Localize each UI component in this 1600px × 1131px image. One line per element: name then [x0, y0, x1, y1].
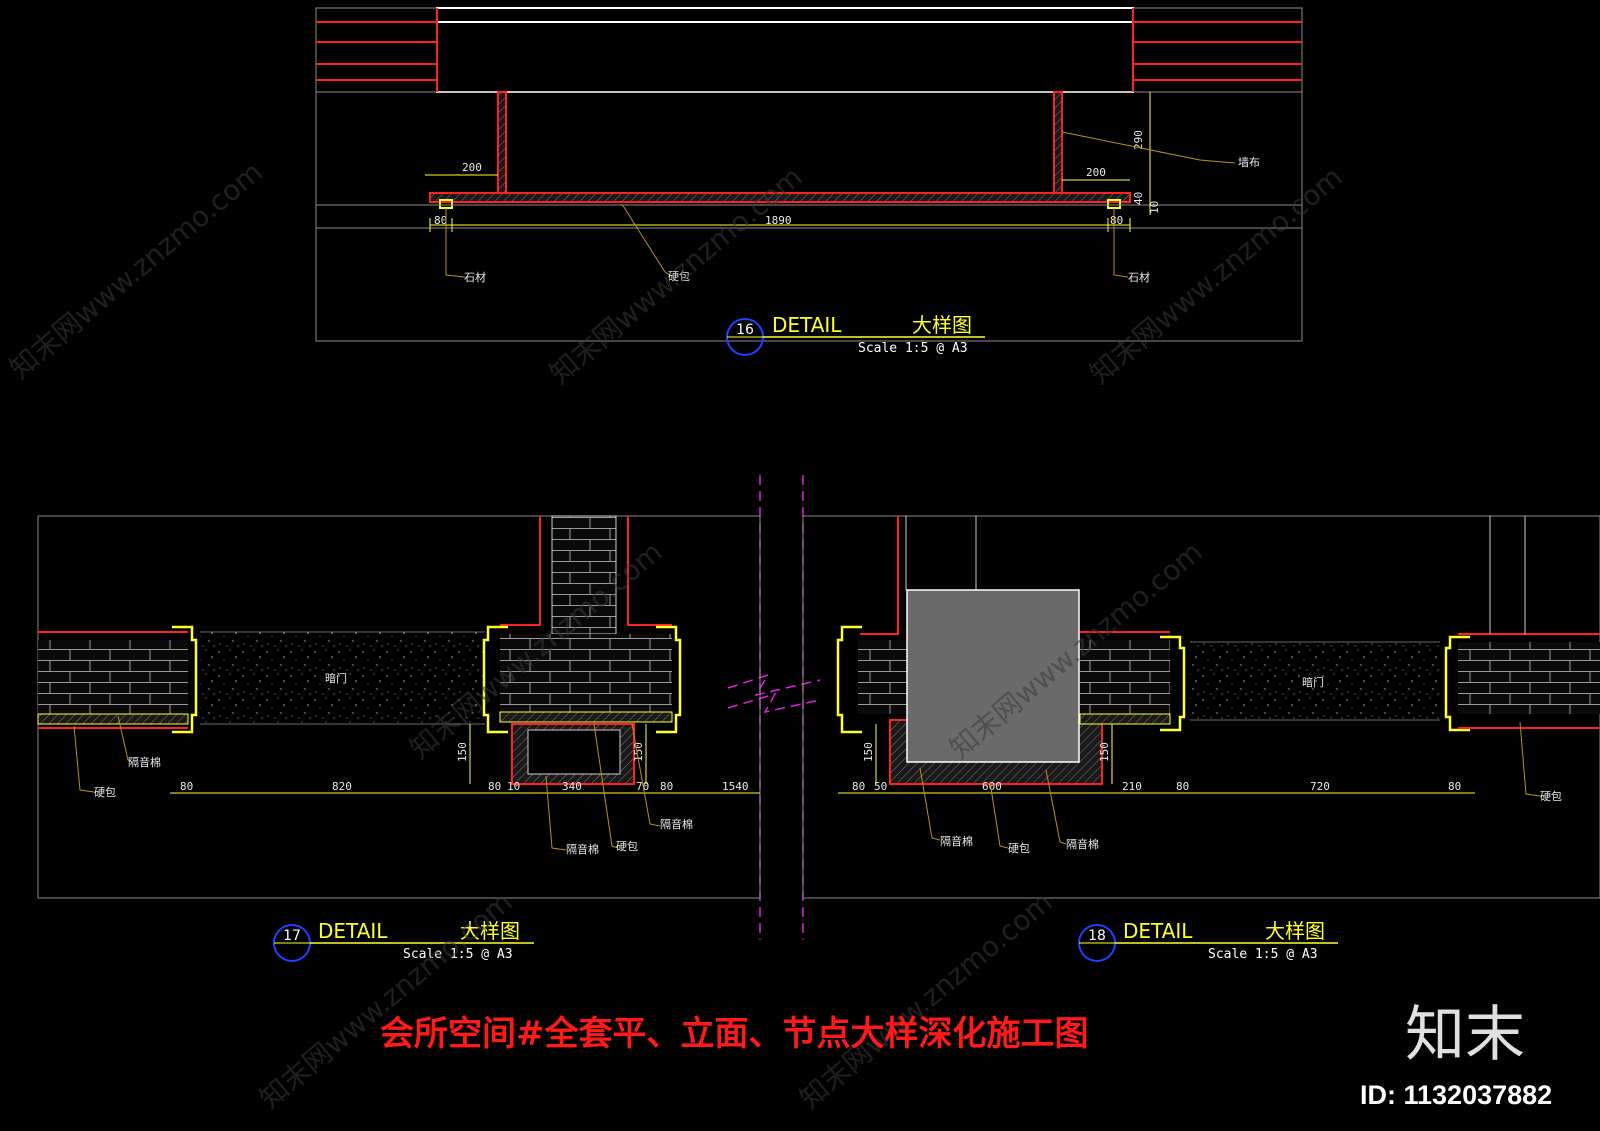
label-18-0: 暗门	[1302, 675, 1324, 689]
label-17-3: 隔音棉	[566, 842, 599, 856]
label-17-5: 隔音棉	[660, 817, 693, 831]
dim-16-2: 290	[1132, 130, 1145, 150]
detail-18-title-cn: 大样图	[1265, 919, 1325, 943]
door-frame-18-a	[836, 625, 862, 734]
dim-18-3: 210	[1122, 780, 1142, 793]
brick-wall-18-left	[858, 640, 908, 714]
watermark-text: 知末网www.znzmo.com	[3, 155, 268, 385]
detail-18-title: DETAIL	[1123, 919, 1193, 943]
dim-18-8: 150	[1098, 742, 1111, 762]
label-16-3: 石材	[1128, 270, 1150, 284]
project-banner-title: 会所空间#全套平、立面、节点大样深化施工图	[380, 1014, 1089, 1054]
dim-17-6: 80	[660, 780, 673, 793]
hidden-door-18	[1190, 642, 1440, 720]
dim-18-6: 80	[1448, 780, 1461, 793]
brick-wall-left	[38, 640, 188, 714]
dim-18-4: 80	[1176, 780, 1189, 793]
dim-17-0: 80	[180, 780, 193, 793]
label-18-3: 隔音棉	[1066, 837, 1099, 851]
label-17-0: 暗门	[325, 671, 347, 685]
detail-17-drawing: 暗门 80 820 80 10 340 70 80 1540 150 150	[37, 515, 761, 899]
brick-wall-18-mid	[1080, 640, 1170, 714]
equipment-block	[906, 589, 1080, 763]
detail-18-scale: Scale 1:5 @ A3	[1208, 947, 1318, 962]
detail-17-title: DETAIL	[318, 919, 388, 943]
detail-16-scale: Scale 1:5 @ A3	[858, 341, 968, 356]
detail-16-title-cn: 大样图	[912, 313, 972, 337]
label-18-2: 硬包	[1008, 842, 1030, 855]
niche-right-wall	[1053, 91, 1063, 197]
dim-17-4: 340	[562, 780, 582, 793]
door-frame-17-b	[656, 625, 682, 734]
dim-17-8: 150	[456, 742, 469, 762]
dim-18-2: 600	[982, 780, 1002, 793]
dim-17-2: 80	[488, 780, 501, 793]
dim-17-7: 1540	[722, 780, 749, 793]
detail-17-scale: Scale 1:5 @ A3	[403, 947, 513, 962]
door-frame-17-a	[482, 625, 508, 734]
dim-16-5: 80	[434, 214, 447, 227]
dim-16-7: 80	[1110, 214, 1123, 227]
door-frame-left	[172, 625, 198, 734]
label-17-4: 硬包	[616, 840, 638, 853]
label-16-1: 石材	[464, 270, 486, 284]
dim-16-4: 10	[1148, 201, 1161, 214]
dim-18-5: 720	[1310, 780, 1330, 793]
detail-16-drawing: 200 200 290 40 10 80 1890 80 墙布 石材 硬包 石材	[315, 7, 1303, 342]
label-16-0: 墙布	[1238, 155, 1260, 169]
door-frame-18-c	[1444, 635, 1470, 732]
dim-17-1: 820	[332, 780, 352, 793]
niche-left-wall	[497, 91, 507, 197]
dim-17-9: 150	[632, 742, 645, 762]
door-frame-18-b	[1160, 635, 1186, 732]
wall-layers-left	[316, 8, 438, 92]
watermark-text: 知末网www.znzmo.com	[793, 885, 1058, 1115]
hidden-door-17	[200, 632, 485, 724]
dim-18-0: 80	[852, 780, 865, 793]
detail-18-frame	[802, 515, 1600, 899]
label-18-1: 隔音棉	[940, 834, 973, 848]
brick-wall-18-right	[1458, 642, 1600, 714]
label-18-4: 硬包	[1540, 790, 1562, 803]
brick-column-17	[551, 515, 617, 635]
detail-16-title-block: 16 DETAIL 大样图 Scale 1:5 @ A3	[726, 313, 985, 356]
dim-16-3: 40	[1132, 192, 1145, 205]
detail-17-title-cn: 大样图	[460, 919, 520, 943]
dim-16-1: 200	[1086, 166, 1106, 179]
label-17-1: 隔音棉	[128, 755, 161, 769]
image-id-label: ID: 1132037882	[1360, 1080, 1552, 1110]
detail-17-number: 17	[283, 928, 301, 944]
label-17-2: 硬包	[94, 786, 116, 799]
dim-17-3: 10	[507, 780, 520, 793]
wall-layers-right	[1132, 8, 1302, 92]
brand-logo: 知末	[1405, 1000, 1525, 1070]
dim-18-1: 50	[874, 780, 887, 793]
detail-16-number: 16	[736, 322, 754, 338]
detail-18-title-block: 18 DETAIL 大样图 Scale 1:5 @ A3	[1078, 919, 1338, 962]
break-line-divider	[727, 475, 821, 940]
dim-16-6: 1890	[765, 214, 792, 227]
brick-wall-17-mid	[500, 634, 672, 714]
detail-16-title: DETAIL	[772, 313, 842, 337]
detail-18-drawing: 暗门 80 50 600 210 80 720 80 150 150 隔音棉 硬…	[802, 515, 1600, 899]
ceiling-beam	[436, 7, 1134, 93]
dim-16-0: 200	[462, 161, 482, 174]
dim-18-7: 150	[862, 742, 875, 762]
detail-18-number: 18	[1088, 928, 1106, 944]
label-16-2: 硬包	[668, 270, 690, 283]
detail-17-title-block: 17 DETAIL 大样图 Scale 1:5 @ A3	[273, 919, 534, 962]
niche-base-panel	[429, 192, 1131, 203]
dim-17-5: 70	[636, 780, 649, 793]
